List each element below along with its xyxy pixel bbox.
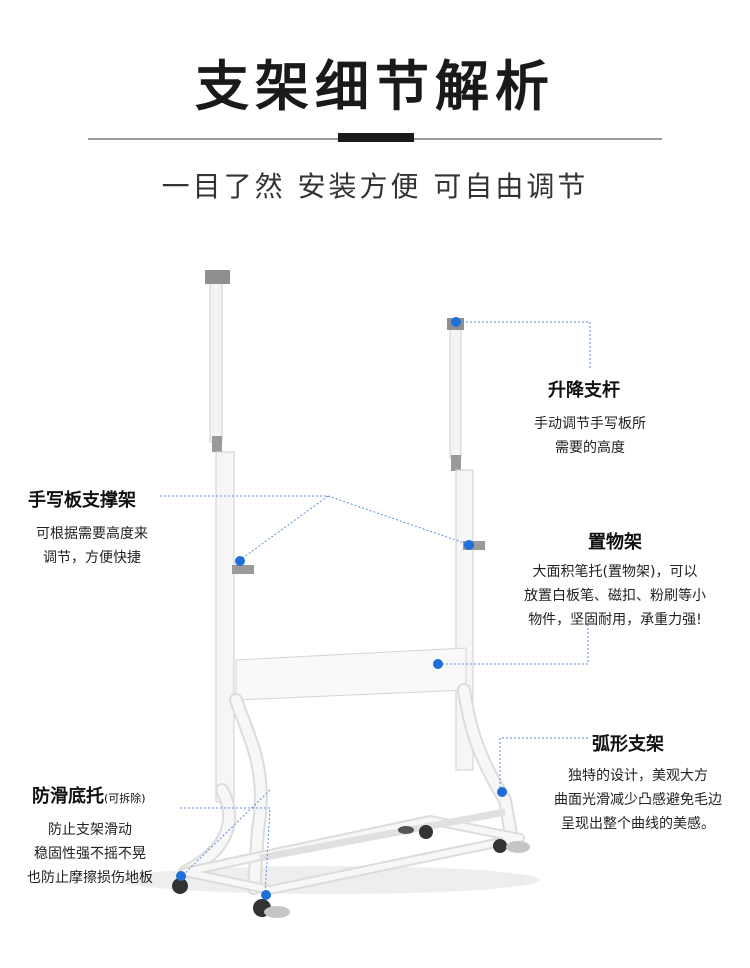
rear-wheel xyxy=(419,825,433,839)
callout-lift-pole-title: 升降支杆 xyxy=(548,380,620,401)
tray-shelf xyxy=(235,647,467,701)
callout-foot-pad-title: 防滑底托(可拆除) xyxy=(32,786,146,807)
left-pole-clamp xyxy=(212,436,222,452)
left-lower-pole xyxy=(215,451,235,803)
callout-foot-pad-desc: 防止支架滑动 稳固性强不摇不晃 也防止摩擦损伤地板 xyxy=(27,822,153,886)
right-foot-pad xyxy=(506,841,530,853)
right-upper-pole xyxy=(449,327,462,459)
left-top-cap xyxy=(205,270,230,284)
pointer-dot-icon xyxy=(464,540,474,550)
page-subtitle: 一目了然 安装方便 可自由调节 xyxy=(161,170,589,203)
leader-lines xyxy=(160,321,591,896)
pointer-dot-icon xyxy=(176,871,186,881)
left-front-wheel xyxy=(172,878,188,894)
callout-curved-frame-desc: 独特的设计，美观大方 曲面光滑减少凸感避免毛边 呈现出整个曲线的美感。 xyxy=(554,768,722,832)
base-crossbar xyxy=(259,808,506,862)
callout-curved-frame-title: 弧形支架 xyxy=(592,734,664,755)
callout-board-bracket-desc: 可根据需要高度来 调节，方便快捷 xyxy=(36,526,148,566)
left-board-bracket xyxy=(232,565,254,574)
pointer-dot-icon xyxy=(451,317,461,327)
callout-lift-pole-desc: 手动调节手写板所 需要的高度 xyxy=(534,416,646,456)
pointer-dot-icon xyxy=(261,890,271,900)
pointer-dot-icon xyxy=(497,787,507,797)
right-wheel xyxy=(493,839,507,853)
title-divider-accent xyxy=(338,133,414,142)
pointer-dot-icon xyxy=(433,659,443,669)
pointer-dot-icon xyxy=(235,556,245,566)
left-upper-pole xyxy=(209,281,223,443)
page-title: 支架细节解析 xyxy=(195,55,555,118)
right-pole-clamp xyxy=(451,455,461,471)
rear-foot-knob xyxy=(398,826,414,834)
right-board-bracket xyxy=(463,541,485,550)
callout-tray-desc: 大面积笔托(置物架)，可以 放置白板笔、磁扣、粉刷等小 物件，坚固耐用，承重力强… xyxy=(524,564,706,628)
front-foot-pad xyxy=(264,906,290,918)
callout-tray-title: 置物架 xyxy=(588,532,642,553)
callout-board-bracket-title: 手写板支撑架 xyxy=(28,490,136,511)
